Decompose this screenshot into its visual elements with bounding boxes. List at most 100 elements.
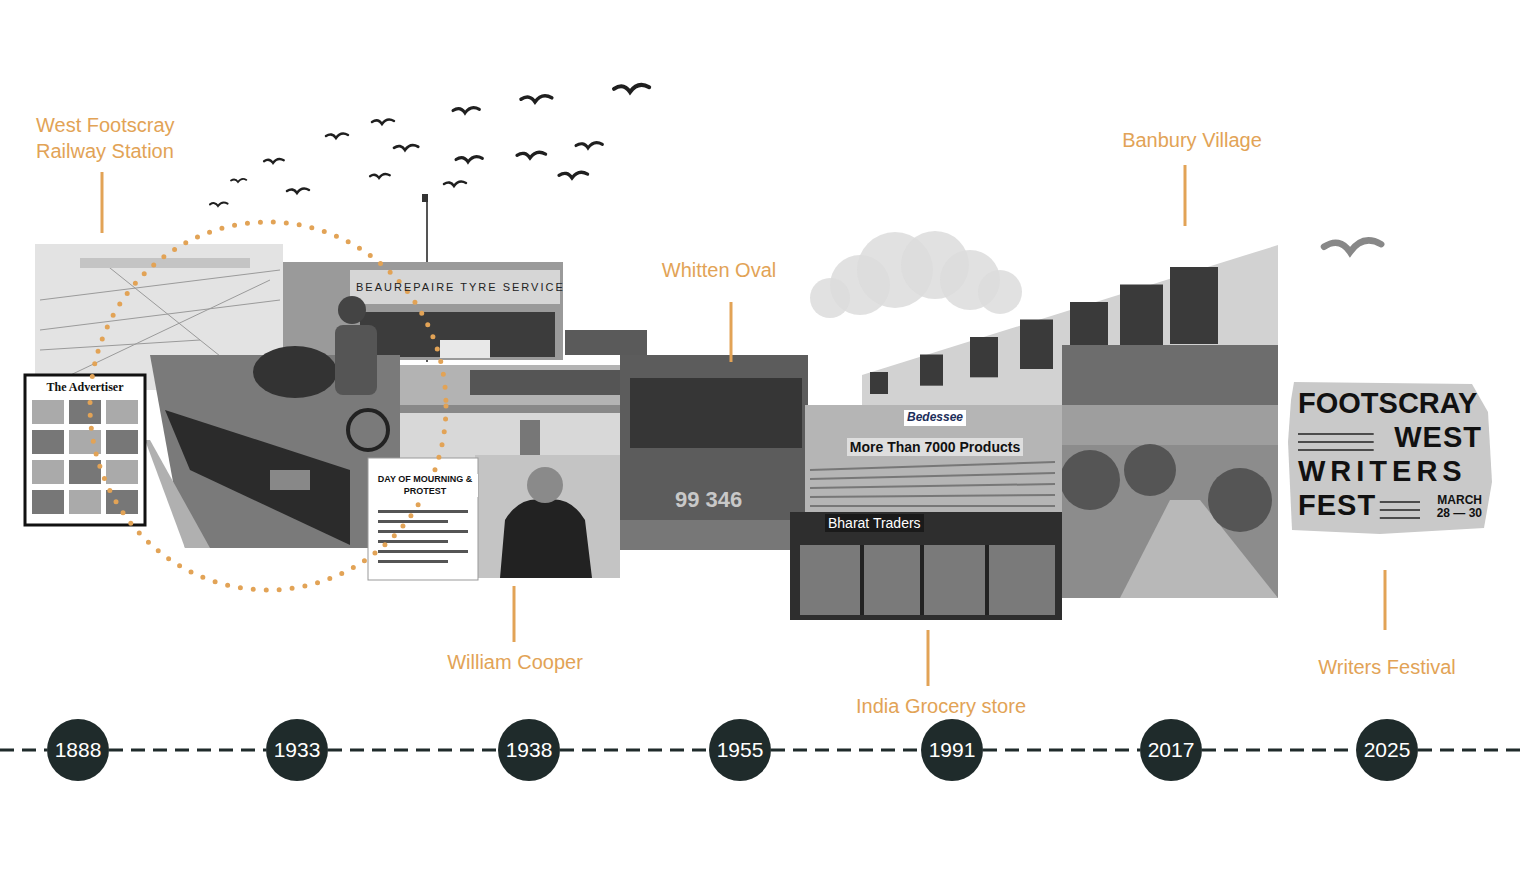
dormer [920,355,943,386]
logo-rule [1380,501,1420,502]
year-label: 2017 [1148,738,1195,762]
logo-rule [1298,433,1374,434]
shop-sign: Bharat Traders [825,514,924,532]
bird [264,159,284,163]
dormer [1020,320,1053,370]
year-marker: 2025 [1356,719,1418,781]
townhouses [862,245,1278,445]
year-label: 1933 [274,738,321,762]
house-door [520,420,540,458]
newspaper-masthead: The Advertiser [44,380,127,396]
bird [1324,240,1381,252]
place-label: Writers Festival [1318,654,1455,680]
festival-dates: MARCH 28 — 30 [1430,494,1482,519]
place-label: West Footscray Railway Station [36,112,201,164]
bird [614,85,649,92]
logo-shape [1288,382,1492,534]
cooper-figure [500,499,592,578]
timeline-segment [109,749,266,752]
bird [210,202,228,206]
year-marker: 1888 [47,719,109,781]
dormer [870,372,888,394]
leader-line [927,630,930,686]
year-marker: 1938 [498,719,560,781]
protest-poster [368,458,478,580]
bird [521,96,552,102]
poster-line [378,560,448,563]
aisle-line [810,484,1055,488]
bird [576,143,602,148]
newspaper-column [106,490,138,514]
year-label: 1991 [929,738,976,762]
house-roof [400,365,635,405]
logo-rule [1298,441,1374,442]
cooper-photo [475,455,620,578]
newspaper-column [69,400,101,424]
aisle-line [810,495,1055,497]
aisle-line [810,473,1055,479]
tyre-building [283,262,563,360]
bird [372,120,394,124]
bird [394,145,418,150]
train-window [270,470,310,490]
poster-line [378,540,448,543]
year-label: 1955 [717,738,764,762]
timeline-segment [560,749,709,752]
newspaper-column [32,430,64,454]
poster-line [378,550,468,553]
facade-band [1062,345,1278,405]
newspaper-column [32,400,64,424]
ground [620,520,808,550]
timeline-segment [771,749,921,752]
bird [559,172,588,178]
veranda [400,405,635,413]
cloud [810,278,850,318]
tree [1124,444,1176,496]
cloud [978,270,1022,314]
place-label: India Grocery store [856,693,1026,719]
year-label: 1888 [55,738,102,762]
dotted-ring [90,222,446,590]
map-line [40,270,280,300]
newspaper [25,375,145,525]
brand-sign: Bedessee [904,410,966,426]
bird [287,189,309,193]
worker-head [338,296,366,324]
timeline-segment [983,749,1140,752]
logo-rule [1380,517,1420,518]
train [165,410,350,545]
leader-line [1384,570,1387,630]
logo-word: WRITERS [1298,456,1467,486]
leader-line [1184,165,1187,226]
logo-word: FEST [1298,490,1376,520]
shop-photo [790,512,1062,620]
map-line [40,300,280,330]
poster-line [378,510,468,513]
wheel [348,410,388,450]
bird [456,157,482,162]
newspaper-column [106,400,138,424]
bird [326,134,348,138]
logo-word: FOOTSCRAY [1298,388,1477,418]
tree [1060,450,1120,510]
timeline-segment [328,749,498,752]
year-marker: 2017 [1140,719,1202,781]
festival-logo: FOOTSCRAYWESTWRITERSFESTMARCH 28 — 30 [1288,382,1492,534]
newspaper-column [69,460,101,484]
year-label: 1938 [506,738,553,762]
year-label: 2025 [1364,738,1411,762]
tree [1208,468,1272,532]
shop-mullion [920,545,924,615]
year-marker: 1991 [921,719,983,781]
poster-line [378,530,468,533]
worker-body [335,325,377,395]
year-marker: 1933 [266,719,328,781]
logo-rule [1380,509,1420,510]
bird [370,174,390,178]
timeline-segment [1202,749,1356,752]
dormer [1170,267,1218,344]
leader-line [101,172,104,233]
house [400,365,635,460]
